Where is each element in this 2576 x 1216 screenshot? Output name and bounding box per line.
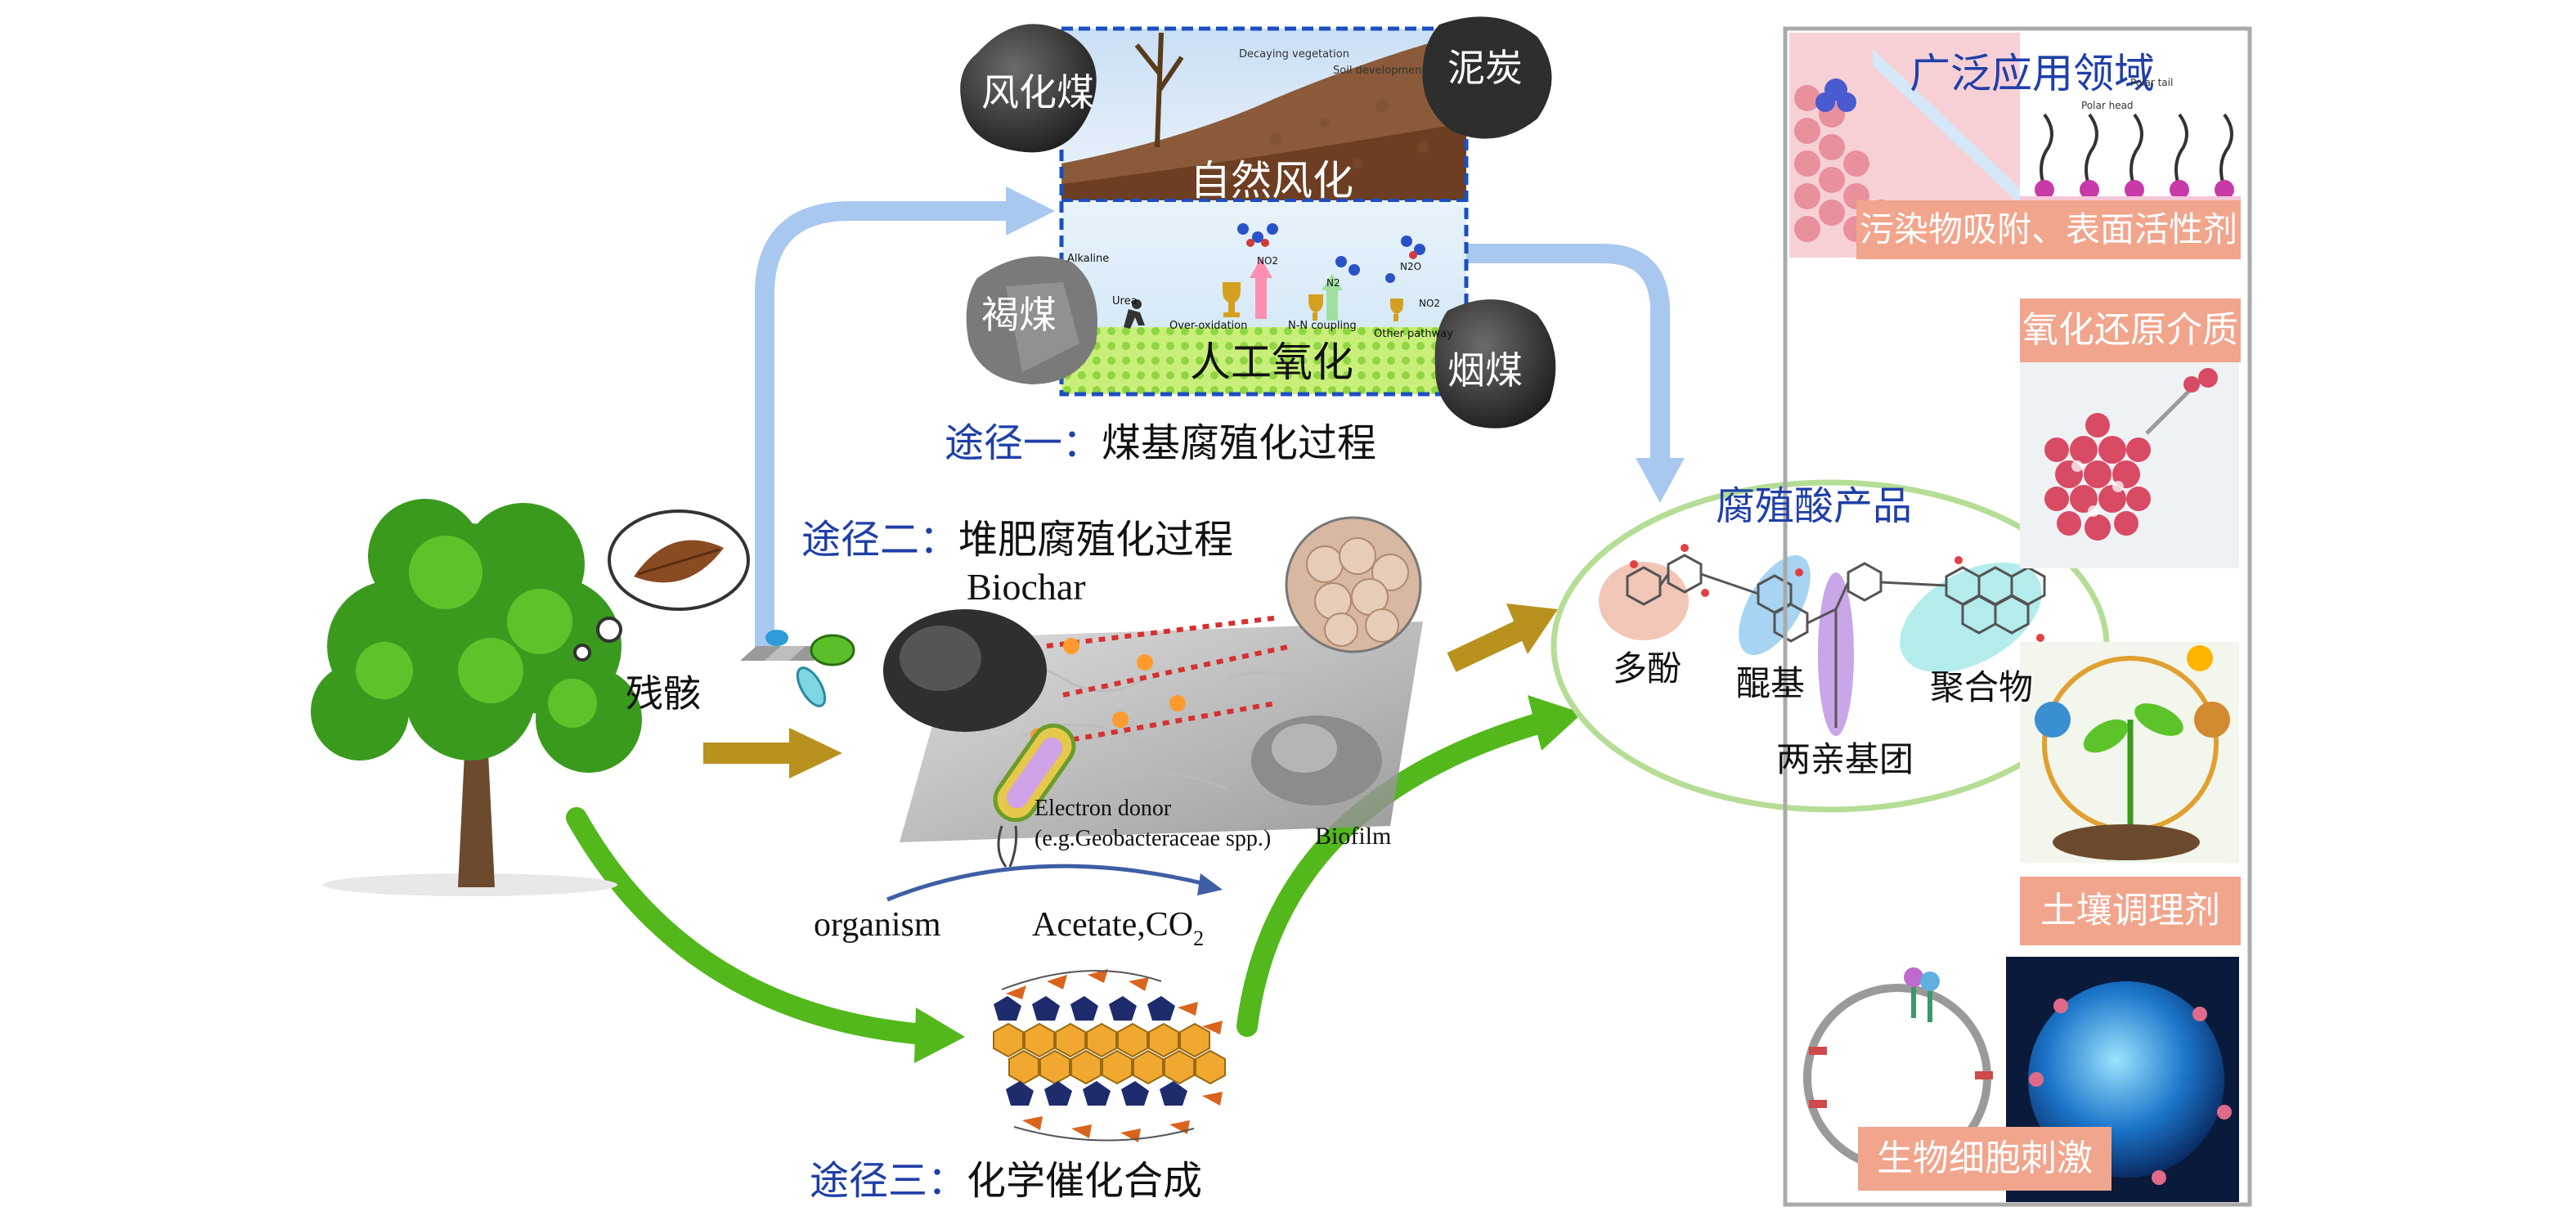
blue-arrowhead-down — [1636, 458, 1685, 503]
amphiphilic-label: 两亲基团 — [1776, 739, 1914, 779]
app-tag-redox-text: 氧化还原介质 — [2022, 309, 2238, 351]
n-label-over-oxidation: Over-oxidation — [1169, 320, 1248, 332]
polar-tail-label: Polar tail — [2130, 77, 2174, 88]
n-label-alkaline: Alkaline — [1067, 253, 1110, 265]
gold-arrowhead-2 — [1506, 604, 1558, 654]
biofilm-label: Biofilm — [1315, 823, 1392, 850]
n-label-nn-coupling: N-N coupling — [1288, 320, 1357, 332]
n-label-n2: N2 — [1326, 277, 1340, 289]
pathway-2-text: 堆肥腐殖化过程 — [958, 517, 1234, 563]
bituminous-coal-label: 烟煤 — [1447, 348, 1523, 393]
lignite-rock — [966, 256, 1097, 384]
polyphenol-label: 多酚 — [1613, 648, 1682, 689]
weathered-coal-label: 风化煤 — [981, 70, 1094, 114]
green-path-arrow — [566, 807, 935, 1045]
soil-label-2: Soil development — [1333, 65, 1426, 77]
blue-path-arrow-right — [1458, 244, 1670, 468]
pathway-1-prefix: 途径一： — [945, 420, 1102, 466]
tree-illustration — [311, 499, 642, 896]
residue-label: 残骸 — [626, 671, 701, 716]
pathway-1-label: 途径一：煤基腐殖化过程 — [945, 424, 1376, 463]
app-tag-adsorption: 污染物吸附、表面活性剂 — [1856, 200, 2241, 259]
peat-label: 泥炭 — [1447, 46, 1523, 90]
app-tag-adsorption-text: 污染物吸附、表面活性剂 — [1859, 209, 2237, 249]
pathway-3-text: 化学催化合成 — [967, 1158, 1203, 1204]
polymer-chain-illustration — [993, 969, 1226, 1142]
gold-arrowhead — [789, 728, 842, 779]
acetate-subscript: 2 — [1193, 927, 1205, 950]
pathway-3-label: 途径三：化学催化合成 — [810, 1161, 1202, 1200]
green-path-arrow-right — [1236, 713, 1548, 1037]
leaf-thought-bubble — [573, 509, 750, 662]
applications-title: 广泛应用领域 — [1910, 50, 2155, 97]
acetate-text: Acetate,CO — [1032, 906, 1194, 944]
coal-box — [1059, 26, 1469, 397]
n-label-urea: Urea — [1112, 295, 1138, 307]
acetate-label: Acetate,CO2 — [1032, 906, 1204, 949]
n-label-no2-2: NO2 — [1419, 298, 1441, 309]
natural-weathering-label: 自然风化 — [1190, 157, 1353, 204]
product-title: 腐殖酸产品 — [1716, 483, 1913, 529]
green-arrowhead-right — [1528, 695, 1582, 751]
blue-arrowhead-left — [1006, 186, 1055, 236]
n-label-n2o: N2O — [1400, 261, 1422, 272]
blue-path-arrow — [755, 201, 1020, 656]
product-ellipse — [1551, 479, 2110, 813]
polar-head-label: Polar head — [2081, 100, 2134, 111]
pathway-3-prefix: 途径三： — [810, 1158, 967, 1204]
biochar-label: Biochar — [967, 566, 1086, 608]
gold-arrow-2-shaft — [1447, 620, 1526, 672]
weathered-coal-rock — [960, 24, 1097, 153]
metabolism-arrow — [886, 864, 1203, 902]
electron-donor-example: (e.g.Geobacteraceae spp.) — [1034, 826, 1272, 851]
n-label-other-pathway: Other pathway — [1374, 328, 1453, 340]
applications-panel — [1783, 26, 2252, 1207]
microbe-cluster — [740, 630, 855, 707]
n-label-no2: NO2 — [1257, 255, 1279, 267]
soil-label-1: Decaying vegetation — [1239, 48, 1349, 61]
artificial-oxidation-label: 人工氧化 — [1190, 339, 1353, 386]
app-tag-redox: 氧化还原介质 — [2020, 298, 2241, 362]
pathway-2-label: 途径二：堆肥腐殖化过程 — [801, 520, 1233, 559]
organism-label: organism — [814, 906, 941, 944]
app-tag-cell: 生物细胞刺激 — [1858, 1127, 2112, 1191]
polymer-label: 聚合物 — [1930, 667, 2034, 707]
app-tag-cell-text: 生物细胞刺激 — [1877, 1137, 2093, 1179]
electron-donor-label: Electron donor — [1034, 796, 1172, 821]
bacterium — [993, 723, 1076, 823]
compost-scene — [883, 516, 1423, 902]
green-arrowhead — [914, 1007, 965, 1063]
app-tag-soil-text: 土壤调理剂 — [2040, 890, 2220, 931]
quinone-label: 醌基 — [1736, 663, 1806, 703]
pathway-1-text: 煤基腐殖化过程 — [1102, 420, 1377, 466]
app-tag-soil: 土壤调理剂 — [2020, 877, 2241, 945]
peat-rock — [1422, 16, 1552, 139]
pathway-2-prefix: 途径二： — [801, 517, 959, 563]
bituminous-coal-rock — [1434, 299, 1556, 429]
lignite-label: 褐煤 — [981, 293, 1057, 337]
gold-arrow-shaft — [703, 743, 793, 764]
